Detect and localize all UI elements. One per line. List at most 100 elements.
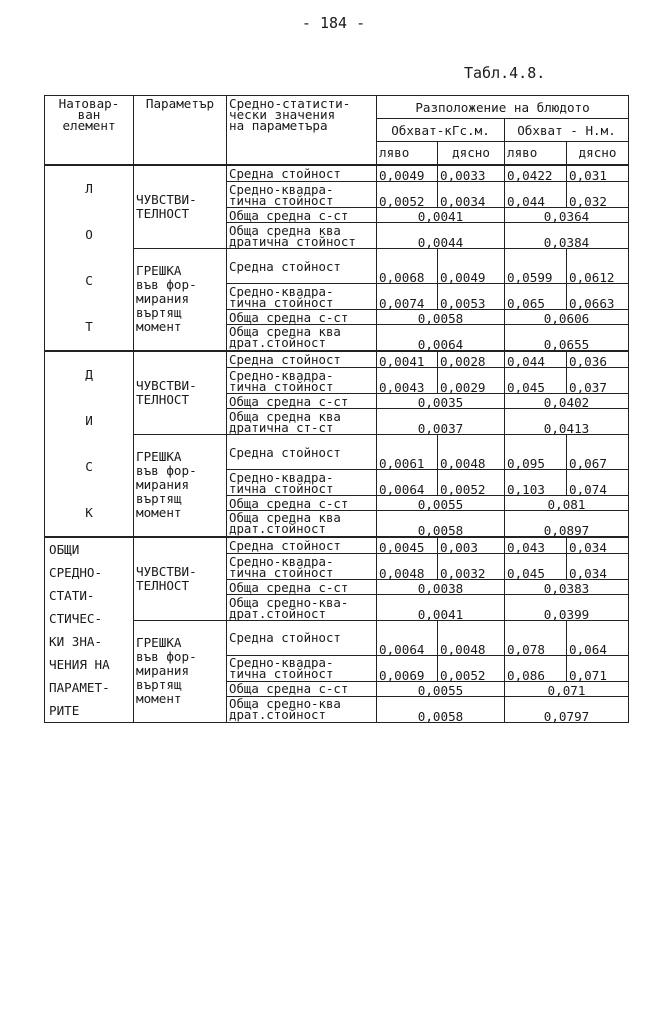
value-cell: 0,064	[565, 620, 630, 656]
stat-label: Средно-квадра- тична стойност	[226, 367, 377, 394]
stat-label: Обща средно-ква драт.стойност	[226, 695, 377, 723]
stat-label: Обща средна с-ст	[226, 495, 377, 511]
header-element: Натовар- ван елемент	[44, 95, 134, 165]
stat-label: Средна стойност	[226, 535, 377, 554]
table-row: ОБЩИ СРЕДНО- СТАТИ- СТИЧЕС- КИ ЗНА- ЧЕНИ…	[44, 535, 630, 723]
merged-value-cell: 0,0058	[376, 510, 505, 537]
value-cell: 0,0034	[437, 181, 505, 208]
value-cell: 0,032	[565, 181, 630, 208]
element-letter: О	[85, 226, 93, 242]
stat-label: Средно-квадра- тична стойност	[226, 283, 377, 310]
element-letter: Л	[85, 180, 93, 196]
value-cell: 0,0052	[376, 181, 438, 208]
value-cell: 0,095	[504, 434, 567, 470]
merged-value-cell: 0,0399	[503, 594, 630, 621]
value-cell: 0,0033	[437, 163, 505, 182]
stat-label: Обща средна с-ст	[226, 579, 377, 595]
value-cell: 0,0048	[437, 434, 505, 470]
value-cell: 0,0045	[376, 535, 438, 554]
merged-value-cell: 0,0055	[376, 680, 505, 697]
parameter-name: ГРЕШКА във фор- мирания въртящ момент	[133, 434, 227, 537]
value-cell: 0,045	[504, 553, 567, 580]
value-cell: 0,067	[565, 434, 630, 470]
stat-label: Обща средна ква дратична ст-ст	[226, 408, 377, 435]
element-letter: И	[85, 412, 93, 428]
stat-label: Обща средна с-ст	[226, 207, 377, 223]
merged-value-cell: 0,0413	[503, 408, 630, 435]
stat-label: Средна стойност	[226, 620, 377, 656]
header-stat-values: Средно-статисти- чески значения на парам…	[226, 95, 377, 165]
data-table: Натовар- ван елемент Параметър Средно-ст…	[44, 95, 630, 723]
value-cell: 0,0028	[437, 349, 505, 368]
parameter-name: ЧУВСТВИ- ТЕЛНОСТ	[133, 163, 227, 249]
stat-label: Средна стойност	[226, 163, 377, 182]
stat-label: Обща средно-ква- драт.стойност	[226, 594, 377, 621]
stat-label: Средно-квадра- тична стойност	[226, 469, 377, 496]
value-cell: 0,036	[565, 349, 630, 368]
merged-value-cell: 0,0402	[503, 393, 630, 409]
parameter-name: ЧУВСТВИ- ТЕЛНОСТ	[133, 349, 227, 435]
value-cell: 0,065	[504, 283, 567, 310]
element-letter: С	[85, 272, 93, 288]
stat-label: Средна стойност	[226, 248, 377, 284]
value-cell: 0,103	[504, 469, 567, 496]
value-cell: 0,0052	[437, 654, 505, 682]
value-cell: 0,044	[504, 349, 567, 368]
header-coverage-nm: Обхват - Н.м.	[503, 118, 630, 142]
merged-value-cell: 0,0041	[376, 207, 505, 223]
stat-label: Средно-квадра- тична стойност	[226, 181, 377, 208]
value-cell: 0,074	[565, 469, 630, 496]
value-cell: 0,078	[504, 620, 567, 656]
stat-label: Средно-квадра- тична стойност	[226, 654, 377, 682]
element-summary-label: ОБЩИ СРЕДНО- СТАТИ- СТИЧЕС- КИ ЗНА- ЧЕНИ…	[44, 535, 134, 723]
value-cell: 0,0068	[376, 248, 438, 284]
merged-value-cell: 0,0058	[376, 309, 505, 325]
stat-label: Обща средна ква драт.стойност	[226, 510, 377, 537]
parameter-name: ЧУВСТВИ- ТЕЛНОСТ	[133, 535, 227, 621]
value-cell: 0,0064	[376, 620, 438, 656]
stat-label: Обща средна с-ст	[226, 309, 377, 325]
merged-value-cell: 0,0058	[376, 695, 505, 723]
merged-value-cell: 0,071	[503, 680, 630, 697]
stat-label: Обща средна ква дратична стойност	[226, 222, 377, 249]
value-cell: 0,034	[565, 535, 630, 554]
header-left-nm: ляво	[504, 141, 567, 165]
merged-value-cell: 0,081	[503, 495, 630, 511]
header-right-nm: дясно	[565, 141, 630, 165]
value-cell: 0,0049	[437, 248, 505, 284]
value-cell: 0,0052	[437, 469, 505, 496]
value-cell: 0,044	[504, 181, 567, 208]
stat-label: Средна стойност	[226, 434, 377, 470]
stat-label: Средна стойност	[226, 349, 377, 368]
value-cell: 0,0048	[376, 553, 438, 580]
element-letter: Д	[85, 366, 93, 382]
value-cell: 0,0053	[437, 283, 505, 310]
header-parameter: Параметър	[133, 95, 227, 165]
value-cell: 0,0029	[437, 367, 505, 394]
header-location: Разположение на блюдото	[375, 95, 630, 119]
merged-value-cell: 0,0041	[376, 594, 505, 621]
merged-value-cell: 0,0364	[503, 207, 630, 223]
table-caption: Табл.4.8.	[464, 64, 546, 82]
parameter-name: ГРЕШКА във фор- мирания въртящ момент	[133, 248, 227, 351]
merged-value-cell: 0,0655	[503, 324, 630, 351]
stat-label: Средно-квадра- тична стойност	[226, 553, 377, 580]
merged-value-cell: 0,0044	[376, 222, 505, 249]
value-cell: 0,0422	[504, 163, 567, 182]
value-cell: 0,0048	[437, 620, 505, 656]
header-left-kgc: ляво	[376, 141, 438, 165]
value-cell: 0,037	[565, 367, 630, 394]
